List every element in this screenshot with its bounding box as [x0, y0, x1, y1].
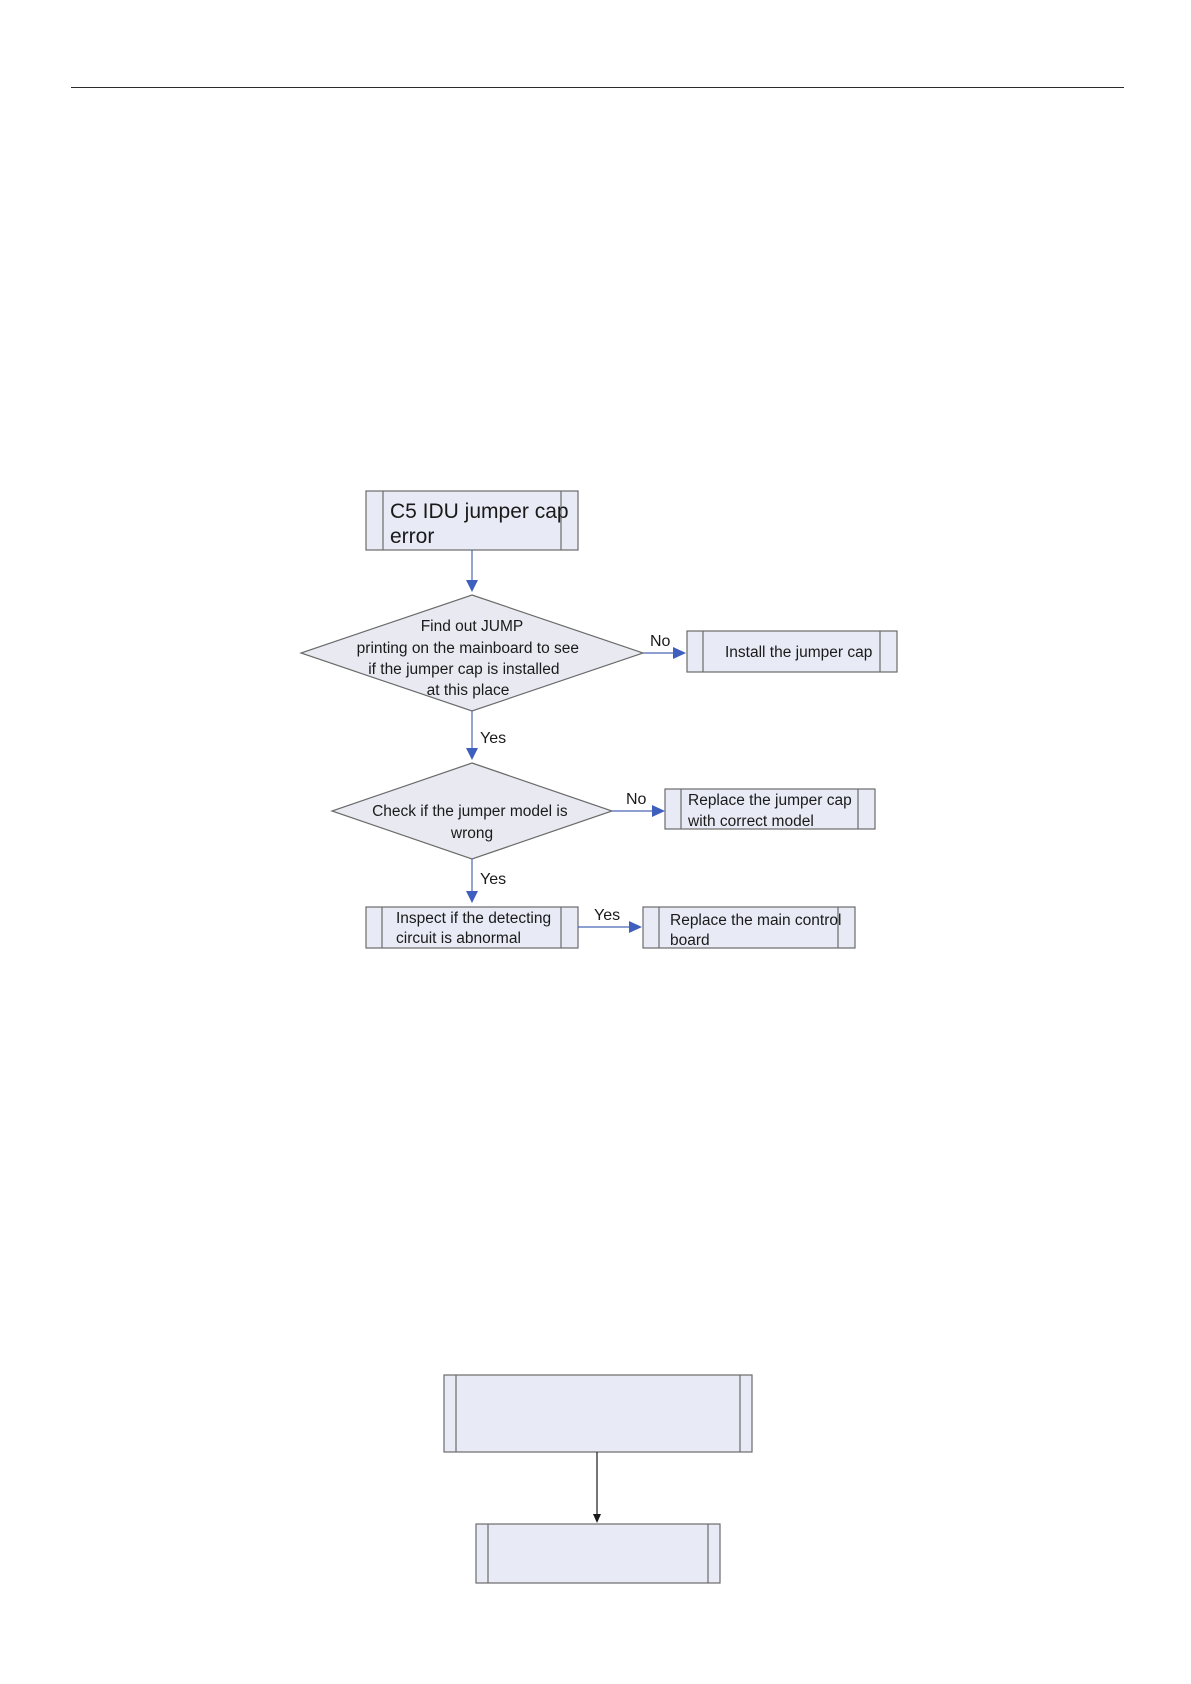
start-line-2: error — [390, 525, 434, 548]
empty-process-box-top — [443, 1374, 753, 1453]
install-cap-text: Install the jumper cap — [725, 644, 872, 661]
replace-cap-line-1: Replace the jumper cap — [688, 792, 852, 809]
edge-label-jump-yes: Yes — [480, 730, 506, 747]
inspect-circuit-line-2: circuit is abnormal — [396, 930, 521, 947]
model-check-line-1: Check if the jumper model is — [372, 803, 568, 820]
inspect-circuit-line-1: Inspect if the detecting — [396, 910, 551, 927]
svg-text:C5 IDU jumper cap error: C5 IDU jumper cap error — [390, 500, 574, 548]
edge-label-model-no: No — [626, 791, 647, 808]
arrow-inspect-yes — [578, 921, 642, 933]
svg-text:Check if the jumper model is: Check if the jumper model is wrong — [372, 803, 572, 842]
svg-text:Replace the main control: Replace the main control board — [670, 912, 846, 949]
arrow-jump-yes — [466, 711, 478, 760]
arrow-start-to-jump-check — [466, 550, 478, 592]
replace-cap-line-2: with correct model — [687, 813, 814, 830]
inspect-circuit-node: Inspect if the detecting circuit is abno… — [365, 906, 579, 949]
header-rule — [71, 87, 1124, 88]
jump-check-line-1: Find out JUMP — [421, 618, 523, 635]
jump-check-line-4: at this place — [427, 682, 510, 699]
model-check-line-2: wrong — [450, 825, 493, 842]
start-node: C5 IDU jumper cap error — [365, 490, 579, 551]
edge-label-jump-no: No — [650, 633, 671, 650]
start-line-1: C5 IDU jumper cap — [390, 500, 569, 523]
svg-text:Replace the jumper cap w: Replace the jumper cap with correct mode… — [687, 792, 856, 830]
replace-board-line-2: board — [670, 932, 710, 949]
arrow-model-no — [612, 805, 665, 817]
edge-label-model-yes: Yes — [480, 871, 506, 888]
arrow-model-yes — [466, 859, 478, 903]
jump-check-line-3: if the jumper cap is installed — [368, 661, 559, 678]
svg-text:Find out JUMP printing o: Find out JUMP printing on the mainboard … — [357, 618, 584, 699]
edge-label-inspect-yes: Yes — [594, 907, 620, 924]
replace-board-line-1: Replace the main control — [670, 912, 841, 929]
arrow-empty-top-to-bottom — [593, 1452, 601, 1523]
jump-check-line-2: printing on the mainboard to see — [357, 640, 579, 657]
model-check-decision: Check if the jumper model is wrong — [330, 762, 614, 860]
replace-cap-node: Replace the jumper cap with correct mode… — [664, 788, 876, 830]
empty-process-box-bottom — [475, 1523, 721, 1584]
svg-text:Inspect if the detecting: Inspect if the detecting circuit is abno… — [396, 910, 555, 947]
install-cap-node: Install the jumper cap — [686, 630, 898, 673]
jump-check-decision: Find out JUMP printing on the mainboard … — [299, 594, 645, 712]
arrow-jump-no — [643, 647, 686, 659]
replace-board-node: Replace the main control board — [642, 906, 856, 949]
